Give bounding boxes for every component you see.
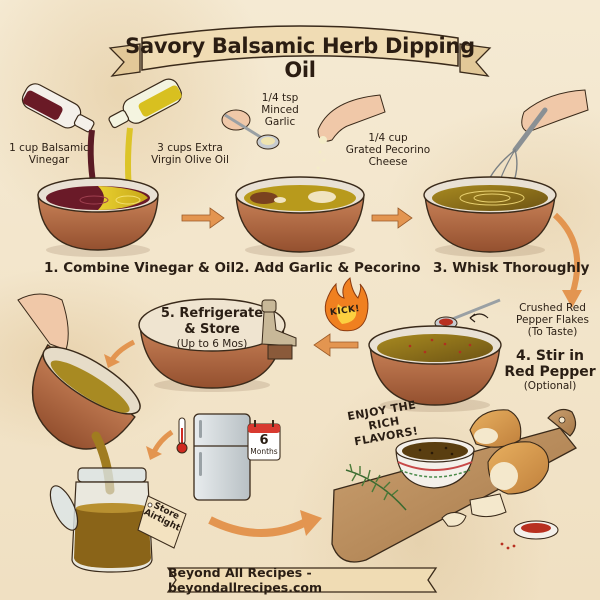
ingredient-garlic-line1: 1/4 tsp bbox=[261, 92, 299, 104]
ingredient-oil-line2: Virgin Olive Oil bbox=[151, 154, 229, 166]
thermometer-icon bbox=[176, 417, 188, 454]
ingredient-vinegar-line1: 1 cup Balsamic bbox=[9, 142, 89, 154]
step4-illustration bbox=[368, 298, 502, 412]
arrow-step3-to-4 bbox=[552, 212, 581, 296]
arrow-fridge-to-jar bbox=[151, 429, 174, 454]
calendar-icon bbox=[247, 420, 281, 461]
step-4-line2: Red Pepper bbox=[504, 364, 596, 380]
ingredient-garlic-line3: Garlic bbox=[264, 116, 296, 128]
footer-banner: Beyond All Recipes - beyondallrecipes.co… bbox=[168, 565, 436, 595]
calendar-number: 6 bbox=[259, 433, 269, 448]
calendar-unit: Months bbox=[250, 447, 278, 456]
ingredient-pecorino: 1/4 cup Grated Pecorino Cheese bbox=[338, 132, 438, 168]
ingredient-cheese-line3: Cheese bbox=[368, 156, 408, 168]
ingredient-olive-oil: 3 cups Extra Virgin Olive Oil bbox=[140, 142, 240, 166]
ingredient-garlic-line2: Minced bbox=[261, 104, 299, 116]
ingredient-garlic: 1/4 tsp Minced Garlic bbox=[250, 92, 310, 128]
step-4-label: 4. Stir in Red Pepper (Optional) bbox=[500, 348, 600, 392]
page-title: Savory Balsamic Herb Dipping Oil bbox=[125, 34, 475, 82]
arrow-step5-to-pour bbox=[109, 339, 136, 362]
ingredient-vinegar: 1 cup Balsamic Vinegar bbox=[4, 142, 94, 166]
title-banner: Savory Balsamic Herb Dipping Oil bbox=[120, 22, 480, 82]
ingredient-vinegar-line2: Vinegar bbox=[28, 154, 70, 166]
calendar-badge: 6 Months bbox=[248, 434, 280, 456]
step5-illustration bbox=[138, 298, 297, 392]
step-2-label: 2. Add Garlic & Pecorino bbox=[235, 260, 421, 276]
ingredient-cheese-line1: 1/4 cup bbox=[368, 132, 408, 144]
step-5-line3: (Up to 6 Mos) bbox=[176, 338, 248, 350]
step-4-line3: (Optional) bbox=[523, 380, 577, 392]
flame-icon bbox=[324, 277, 369, 332]
step3-illustration bbox=[423, 89, 589, 257]
footer-ribbon bbox=[166, 567, 438, 593]
step-3-label: 3. Whisk Thoroughly bbox=[433, 260, 590, 276]
step-5-line1: 5. Refrigerate bbox=[160, 306, 264, 321]
step2-illustration bbox=[221, 94, 386, 257]
ingredient-oil-line1: 3 cups Extra bbox=[157, 142, 223, 154]
step-5-label: 5. Refrigerate & Store (Up to 6 Mos) bbox=[152, 306, 272, 350]
ingredient-pepper-line2: Pepper Flakes bbox=[516, 314, 589, 326]
step1-illustration bbox=[21, 78, 182, 257]
arrow-step2-to-3 bbox=[371, 207, 413, 229]
arrow-step1-to-2 bbox=[181, 207, 225, 229]
step-4-line1: 4. Stir in bbox=[515, 348, 585, 364]
step-5-line2: & Store bbox=[184, 322, 240, 337]
arrow-to-serving bbox=[208, 516, 308, 537]
ingredient-pepper-line1: Crushed Red bbox=[519, 302, 586, 314]
ingredient-pepper-line3: (To Taste) bbox=[527, 326, 578, 338]
ingredient-cheese-line2: Grated Pecorino bbox=[345, 144, 431, 156]
ingredient-red-pepper: Crushed Red Pepper Flakes (To Taste) bbox=[505, 302, 600, 338]
serving-board-illustration bbox=[331, 408, 577, 563]
pour-jar-illustration bbox=[17, 293, 187, 573]
footer-credit: Beyond All Recipes - beyondallrecipes.co… bbox=[168, 565, 322, 595]
arrow-step4-to-5 bbox=[313, 333, 359, 357]
title-ribbon bbox=[108, 25, 492, 77]
fridge-icon bbox=[193, 413, 251, 501]
step-1-label: 1. Combine Vinegar & Oil bbox=[44, 260, 236, 276]
